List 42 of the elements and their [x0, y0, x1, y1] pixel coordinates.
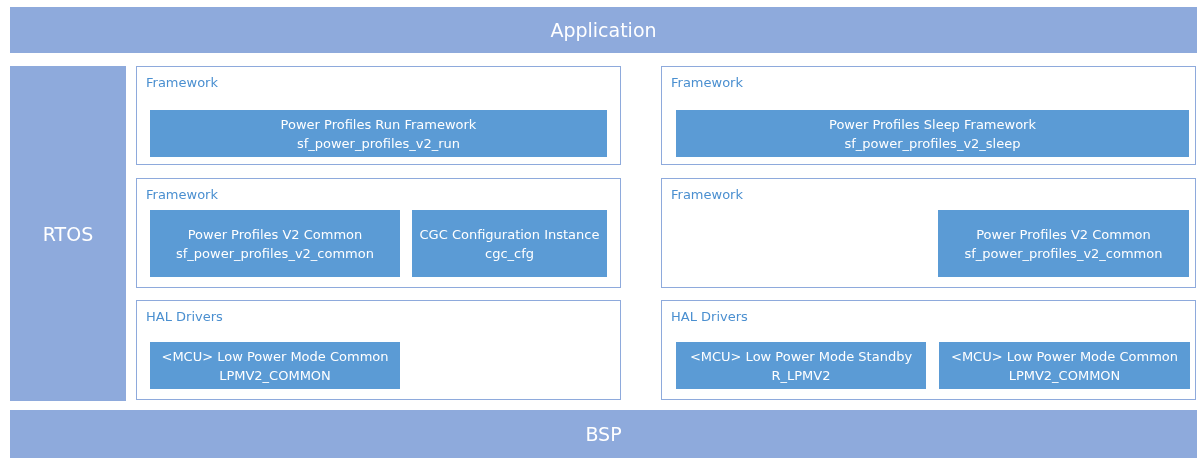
module-name: <MCU> Low Power Mode Standby	[689, 347, 913, 366]
layer-label: BSP	[585, 423, 622, 445]
layer-band	[10, 410, 1197, 458]
layer-label: RTOS	[42, 222, 94, 245]
layer-panel	[661, 178, 1196, 288]
module-id: LPMV2_COMMON	[219, 366, 331, 385]
module-box	[938, 210, 1189, 277]
module-name: Power Profiles V2 Common	[187, 225, 363, 244]
module-name: <MCU> Low Power Mode Common	[161, 347, 389, 366]
panel-heading: Framework	[146, 75, 218, 90]
module-id: sf_power_profiles_v2_common	[176, 244, 374, 263]
panel-heading: HAL Drivers	[671, 309, 748, 324]
module-box	[150, 342, 400, 389]
module-name: CGC Configuration Instance	[419, 225, 600, 244]
module-name: Power Profiles Run Framework	[280, 115, 477, 134]
module-box	[150, 110, 607, 157]
module-id: sf_power_profiles_v2_common	[964, 244, 1163, 263]
module-box	[412, 210, 607, 277]
module-id: sf_power_profiles_v2_run	[296, 134, 461, 153]
layer-panel	[136, 300, 621, 400]
layer-label: Application	[550, 19, 657, 41]
layer-band	[10, 66, 126, 401]
module-box	[676, 110, 1189, 157]
module-id: cgc_cfg	[485, 244, 534, 263]
module-id: LPMV2_COMMON	[1008, 366, 1121, 385]
module-box	[939, 342, 1190, 389]
panel-heading: Framework	[146, 187, 218, 202]
module-box	[150, 210, 400, 277]
module-name: Power Profiles Sleep Framework	[829, 115, 1036, 134]
module-id: sf_power_profiles_v2_sleep	[844, 134, 1021, 153]
module-name: <MCU> Low Power Mode Common	[951, 347, 1178, 366]
layer-band	[10, 7, 1197, 53]
layer-panel	[661, 66, 1196, 165]
layer-panel	[661, 300, 1196, 400]
module-id: R_LPMV2	[771, 366, 831, 385]
layer-panel	[136, 66, 621, 165]
panel-heading: Framework	[671, 75, 743, 90]
module-box	[676, 342, 926, 389]
layer-panel	[136, 178, 621, 288]
panel-heading: HAL Drivers	[146, 309, 223, 324]
panel-heading: Framework	[671, 187, 743, 202]
module-name: Power Profiles V2 Common	[976, 225, 1151, 244]
